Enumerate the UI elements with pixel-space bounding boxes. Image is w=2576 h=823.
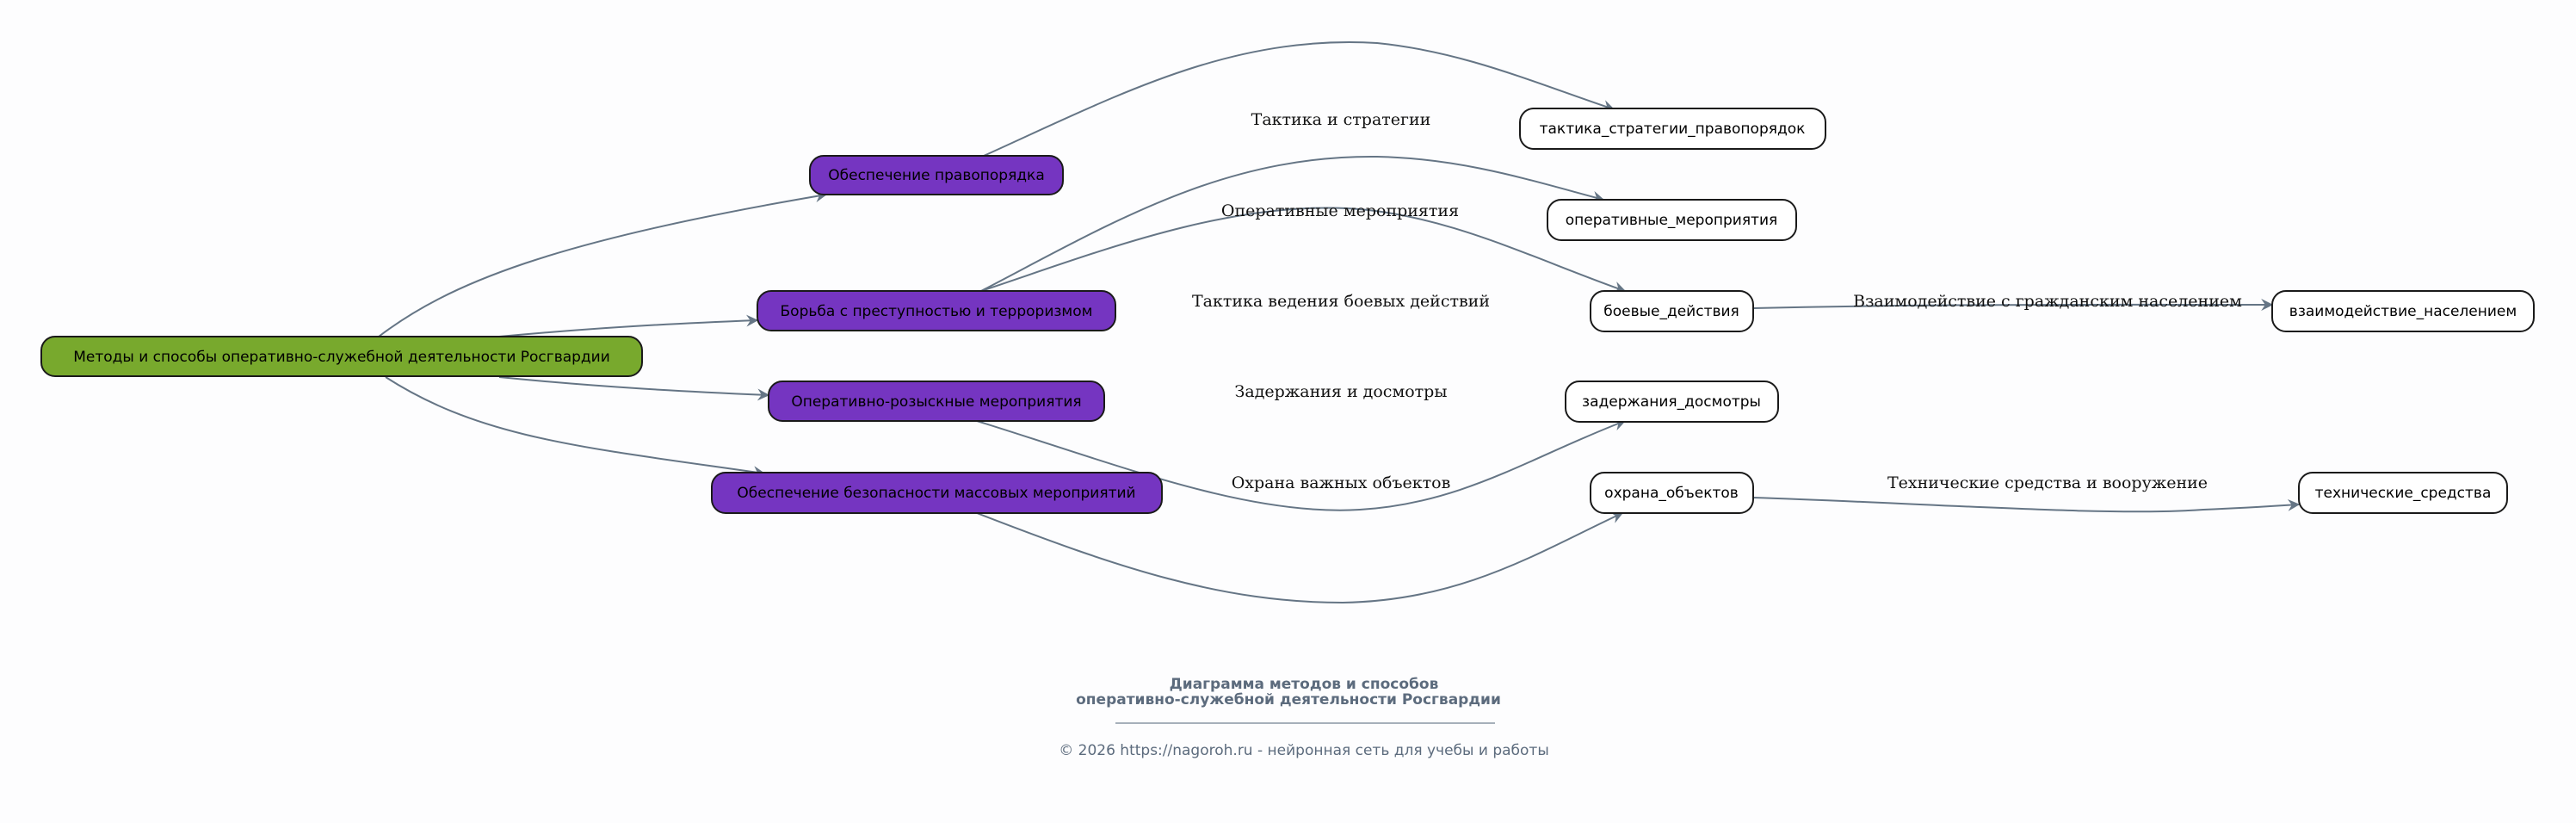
node-operations[interactable]: оперативные_мероприятия [1547, 199, 1797, 241]
edge-ops-search-detentions [976, 419, 1627, 511]
node-operations-label: оперативные_мероприятия [1566, 212, 1777, 229]
edge-label-operations: Оперативные мероприятия [1221, 201, 1459, 220]
edge-guarding-technical [1752, 497, 2301, 513]
edge-law-order-tactics [983, 41, 1615, 157]
node-crime-terror-label: Борьба с преступностью и терроризмом [781, 303, 1093, 320]
node-combat[interactable]: боевые_действия [1590, 290, 1754, 332]
node-ops-search-label: Оперативно-розыскные мероприятия [791, 393, 1081, 411]
node-detentions[interactable]: задержания_досмотры [1565, 381, 1779, 423]
node-ops-search[interactable]: Оперативно-розыскные мероприятия [768, 381, 1105, 422]
node-root-label: Методы и способы оперативно-служебной де… [73, 349, 610, 366]
node-interaction[interactable]: взаимодействие_населением [2271, 290, 2535, 332]
node-interaction-label: взаимодействие_населением [2289, 303, 2517, 320]
edge-root-ops-search [498, 376, 770, 401]
node-tactics-label: тактика_стратегии_правопорядок [1540, 121, 1806, 138]
edge-label-guarding: Охрана важных объектов [1232, 473, 1451, 492]
edge-root-crime-terror [498, 314, 759, 337]
footer: Диаграмма методов и способов оперативно-… [1059, 676, 1549, 759]
edge-label-combat: Тактика ведения боевых действий [1192, 292, 1490, 311]
edge-combat-interaction [1752, 298, 2274, 311]
node-mass-events-label: Обеспечение безопасности массовых меропр… [737, 485, 1135, 502]
node-guarding-label: охрана_объектов [1604, 485, 1739, 502]
node-mass-events[interactable]: Обеспечение безопасности массовых меропр… [711, 472, 1163, 514]
edge-label-interaction: Взаимодействие с гражданским населением [1853, 292, 2242, 311]
node-crime-terror[interactable]: Борьба с преступностью и терроризмом [757, 290, 1116, 331]
footer-copyright: © 2026 https://nagoroh.ru - нейронная се… [1059, 742, 1549, 759]
edge-label-technical: Технические средства и вооружение [1887, 473, 2208, 492]
node-combat-label: боевые_действия [1603, 303, 1739, 320]
node-root[interactable]: Методы и способы оперативно-служебной де… [40, 336, 643, 377]
edge-root-law-order [378, 190, 828, 337]
node-law-order-label: Обеспечение правопорядка [828, 167, 1045, 184]
node-guarding[interactable]: охрана_объектов [1590, 472, 1754, 514]
footer-title-line1: Диаграмма методов и способов [1170, 676, 1439, 693]
edge-root-mass-events [385, 376, 766, 479]
node-technical-label: технические_средства [2315, 485, 2492, 502]
edge-crime-terror-combat [980, 207, 1627, 294]
footer-title-line2: оперативно-служебной деятельности Росгва… [1076, 691, 1501, 709]
node-tactics[interactable]: тактика_стратегии_правопорядок [1519, 108, 1826, 150]
edge-crime-terror-operations [980, 155, 1605, 292]
edge-label-tactics: Тактика и стратегии [1251, 110, 1431, 129]
edge-labels: Тактика и стратегии Оперативные мероприя… [1192, 110, 2242, 492]
edge-mass-events-guarding [976, 512, 1624, 604]
edge-label-detentions: Задержания и досмотры [1235, 382, 1448, 401]
node-technical[interactable]: технические_средства [2298, 472, 2508, 514]
node-detentions-label: задержания_досмотры [1582, 393, 1761, 411]
edges [378, 41, 2301, 604]
node-law-order[interactable]: Обеспечение правопорядка [809, 155, 1064, 195]
